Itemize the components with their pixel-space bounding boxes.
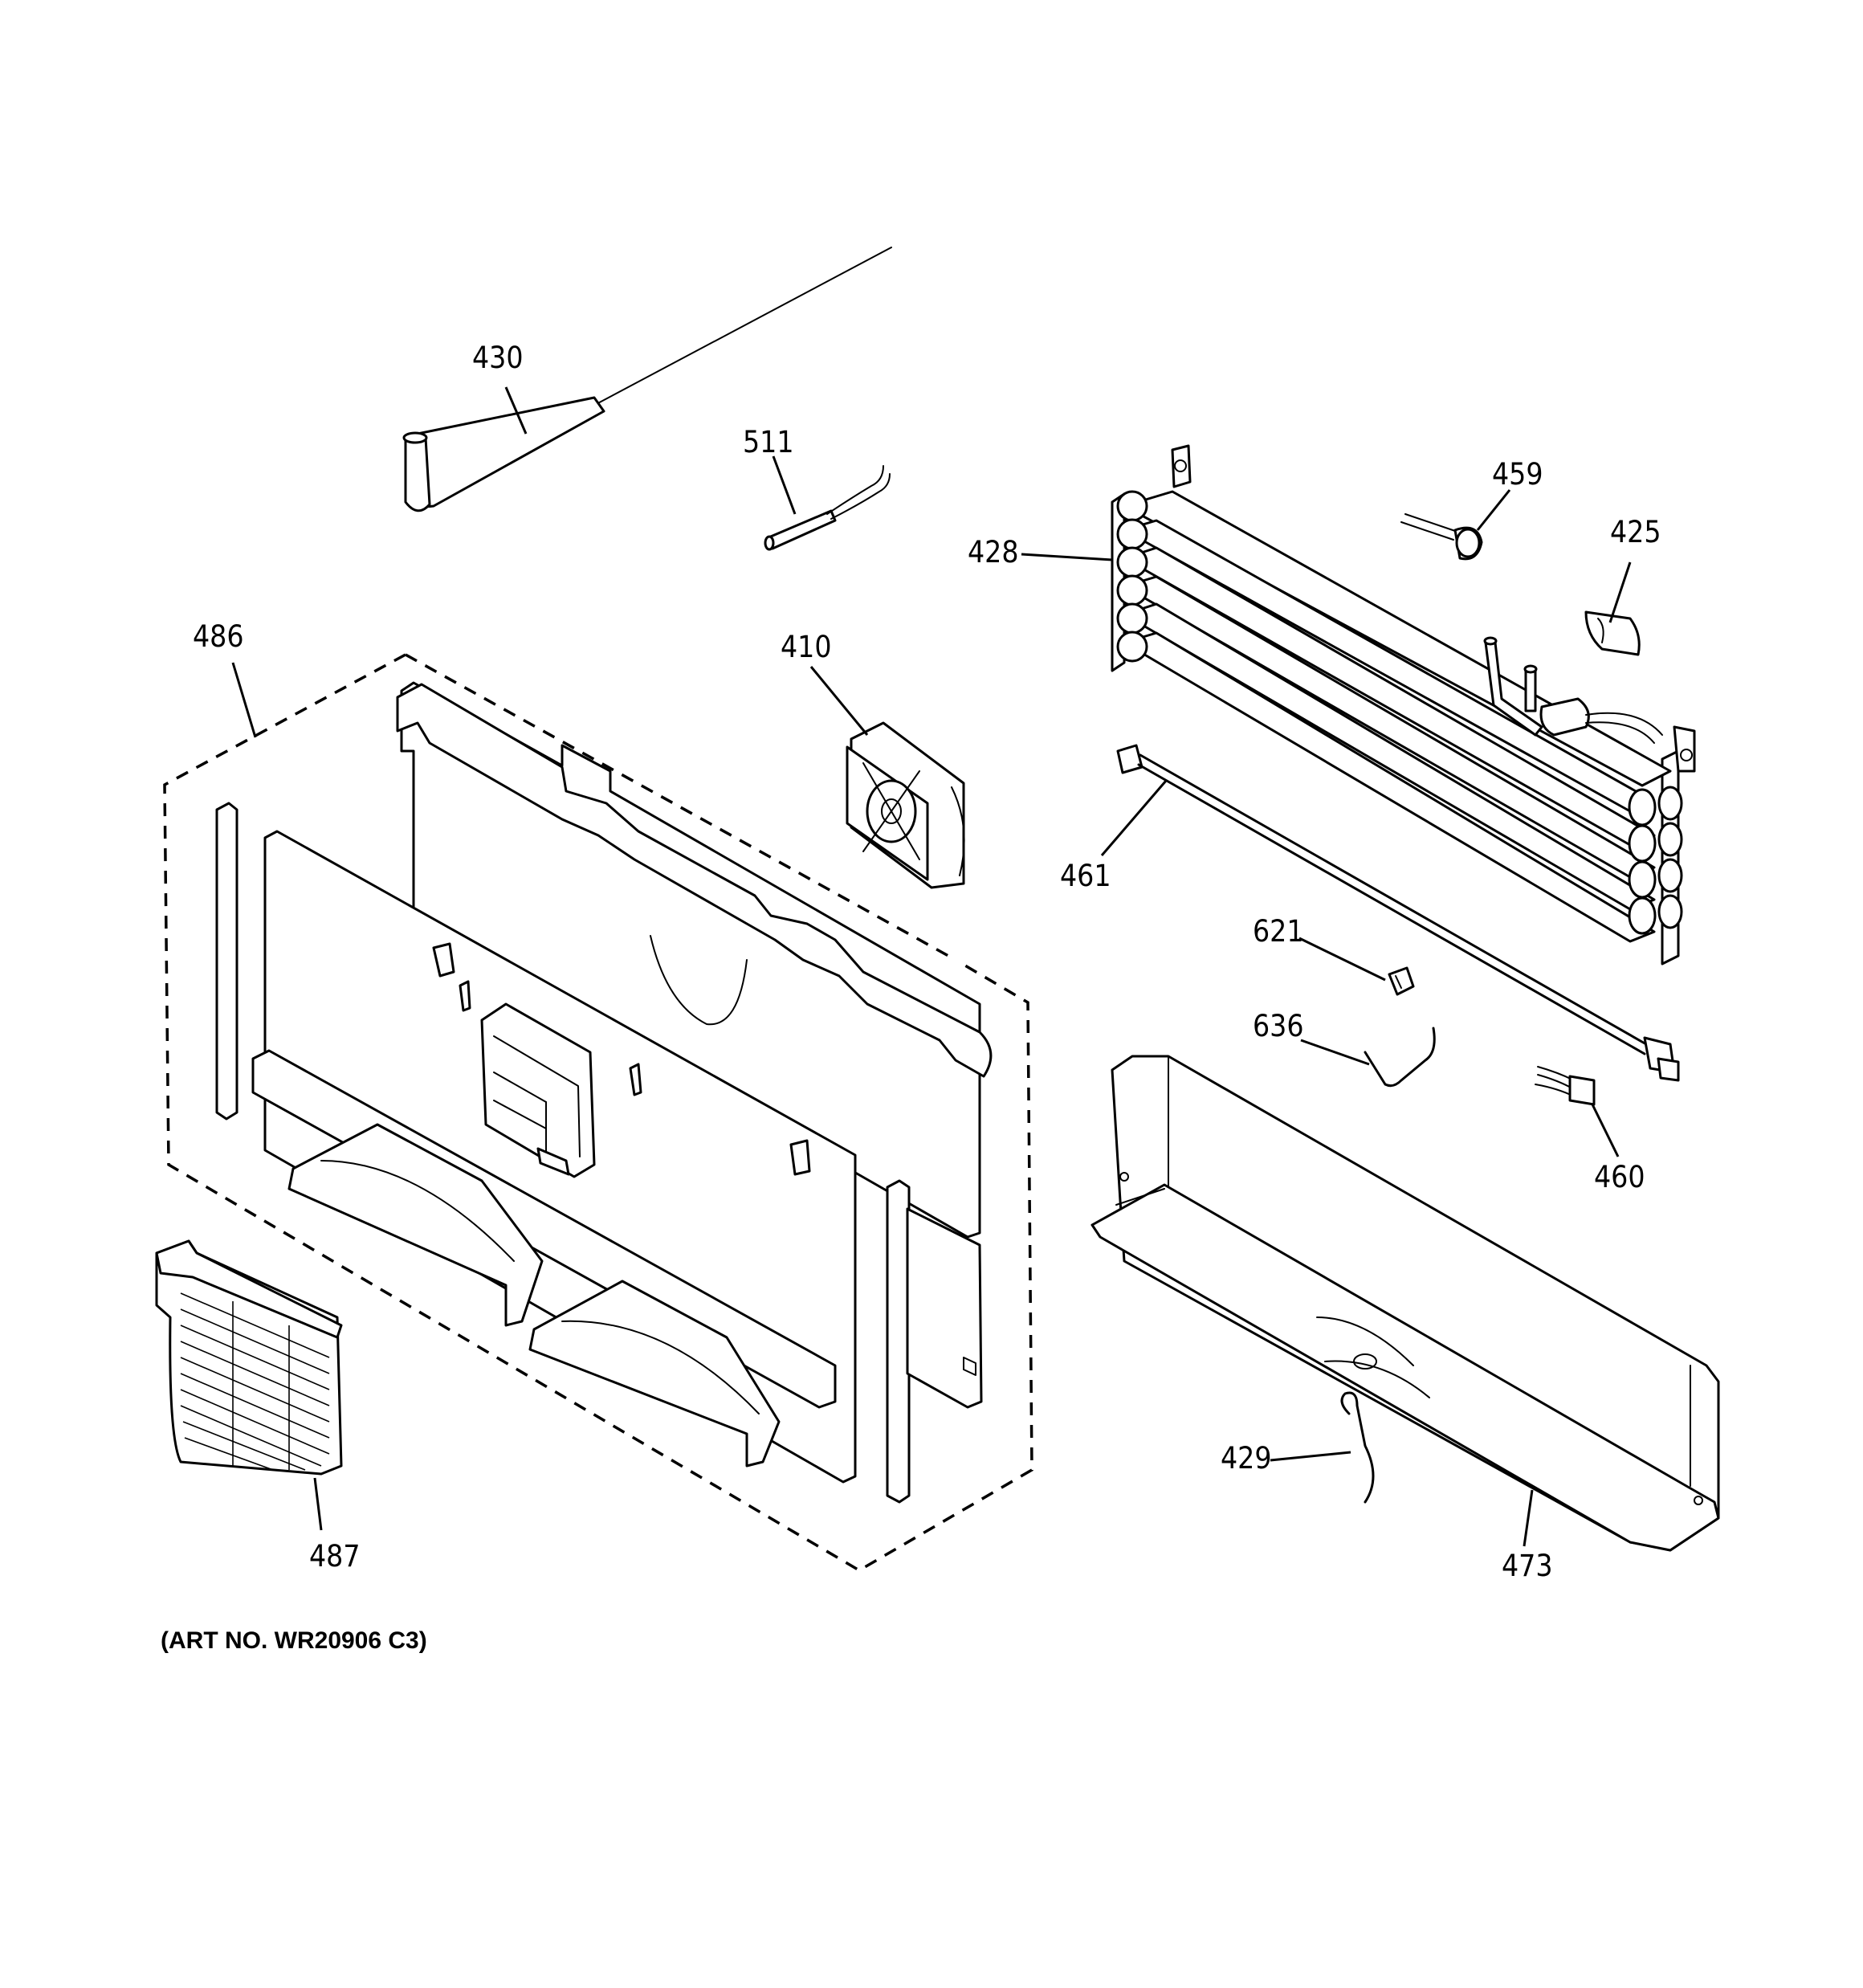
part-429-hook xyxy=(1340,1391,1375,1504)
callout-428: 428 xyxy=(968,535,1019,569)
part-511-pin xyxy=(764,465,891,551)
callout-430: 430 xyxy=(472,341,524,375)
leader-459 xyxy=(1476,489,1511,531)
part-473-drain-pan xyxy=(1090,1055,1720,1552)
callout-461: 461 xyxy=(1060,859,1111,893)
part-425-clip xyxy=(1584,610,1641,656)
part-410-fan xyxy=(846,721,965,889)
part-461-heater xyxy=(1116,744,1680,1082)
callout-511: 511 xyxy=(743,425,794,459)
leader-487 xyxy=(313,1477,323,1531)
leader-461 xyxy=(1100,780,1168,856)
part-636-bracket xyxy=(1364,1027,1436,1088)
leader-460 xyxy=(1591,1104,1620,1157)
leader-511 xyxy=(772,455,797,515)
callout-459: 459 xyxy=(1492,457,1543,492)
callout-636: 636 xyxy=(1253,1009,1304,1043)
part-430-tube xyxy=(402,247,892,512)
part-486-kit xyxy=(163,653,1033,1573)
callout-410: 410 xyxy=(781,630,832,664)
leader-410 xyxy=(809,666,869,736)
leader-636 xyxy=(1300,1039,1370,1066)
callout-460: 460 xyxy=(1594,1160,1645,1194)
callout-429: 429 xyxy=(1221,1441,1272,1476)
leader-428 xyxy=(1021,553,1113,561)
leader-473 xyxy=(1523,1489,1534,1547)
art-number: (ART NO. WR20906 C3) xyxy=(161,1627,427,1654)
callout-473: 473 xyxy=(1502,1549,1553,1583)
callout-425: 425 xyxy=(1610,515,1661,549)
part-459-sensor xyxy=(1400,513,1483,561)
part-460-harness xyxy=(1535,1066,1596,1106)
part-428-evaporator xyxy=(1111,444,1696,965)
leader-429 xyxy=(1270,1451,1351,1462)
part-487-grille xyxy=(155,1239,343,1476)
leader-425 xyxy=(1608,561,1632,623)
callout-621: 621 xyxy=(1253,914,1304,949)
leader-430 xyxy=(504,386,528,435)
leader-621 xyxy=(1298,937,1386,982)
callout-487: 487 xyxy=(309,1539,361,1574)
callout-486: 486 xyxy=(193,619,244,654)
part-621-clip xyxy=(1388,966,1415,996)
leader-486 xyxy=(231,662,257,738)
